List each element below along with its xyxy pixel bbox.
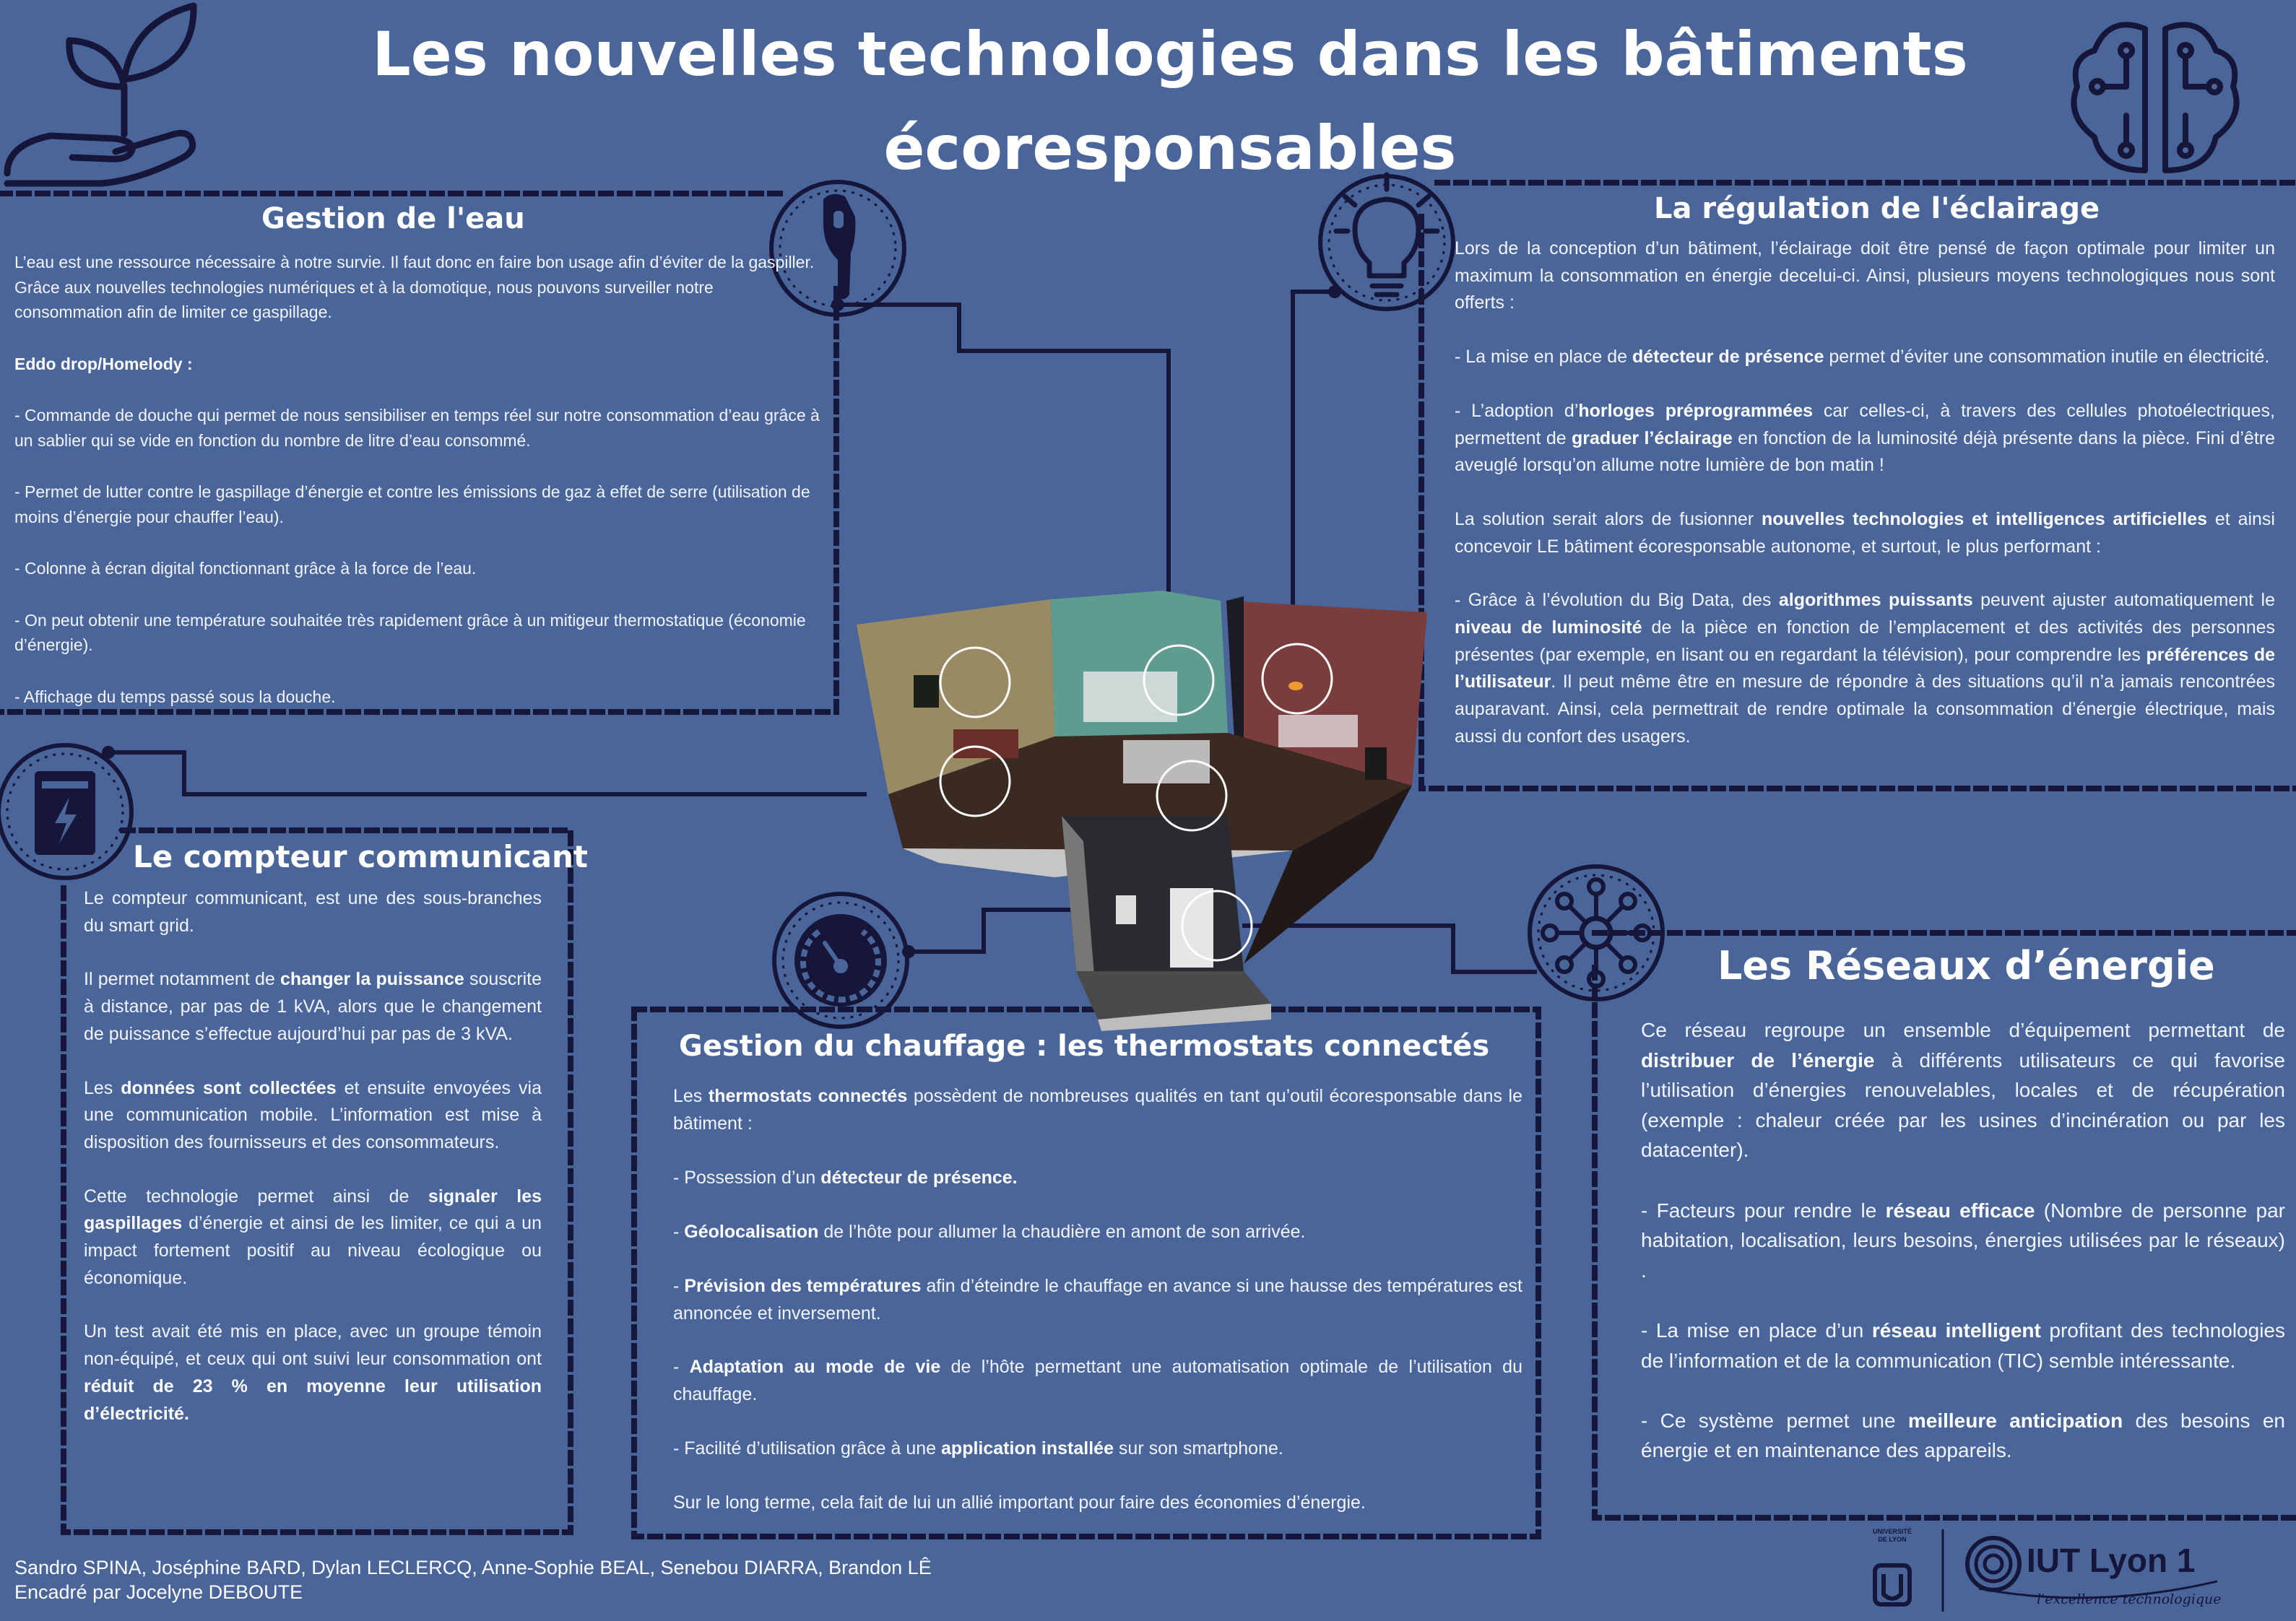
chauffage-p4: - Prévision des températures afin d’étei… (673, 1275, 1523, 1324)
page-title: Les nouvelles technologies dans les bâti… (303, 7, 2037, 195)
eau-item-1: - Commande de douche qui permet de nous … (14, 406, 820, 450)
section-body-eau: L’eau est une ressource nécessaire à not… (14, 250, 823, 709)
section-body-compteur: Le compteur communicant, est une des sou… (84, 885, 542, 1427)
eau-item-5: - Affichage du temps passé sous la douch… (14, 687, 336, 706)
thermostat-icon (772, 892, 909, 1029)
section-title-compteur: Le compteur communicant (133, 839, 588, 874)
eclairage-p4: La solution serait alors de fusionner no… (1455, 508, 2275, 557)
eau-item-2: - Permet de lutter contre le gaspillage … (14, 482, 810, 526)
section-title-reseaux: Les Réseaux d’énergie (1717, 943, 2215, 988)
chauffage-p7: Sur le long terme, cela fait de lui un a… (673, 1492, 1366, 1513)
eau-item-4: - On peut obtenir une température souhai… (14, 610, 806, 655)
reseaux-p2: - Facteurs pour rendre le réseau efficac… (1641, 1199, 2285, 1282)
brain-circuit-icon (2071, 22, 2240, 173)
section-body-eclairage: Lors de la conception d’un bâtiment, l’é… (1455, 235, 2275, 751)
section-title-chauffage: Gestion du chauffage : les thermostats c… (679, 1030, 1490, 1063)
section-title-eau: Gestion de l'eau (261, 202, 525, 235)
eclairage-p3: - L’adoption d’horloges préprogrammées c… (1455, 400, 2275, 476)
universite-lyon-logo-text: UNIVERSITÉ DE LYON (1872, 1528, 1912, 1543)
compteur-p5: Un test avait été mis en place, avec un … (84, 1321, 542, 1424)
eclairage-p5: - Grâce à l’évolution du Big Data, des a… (1455, 590, 2276, 747)
section-body-reseaux: Ce réseau regroupe un ensemble d’équipem… (1641, 1015, 2285, 1466)
eau-subtitle: Eddo drop/Homelody : (14, 354, 193, 373)
iut-lyon-logo-tagline: l'excellence technologique (2037, 1591, 2222, 1607)
page-title-line2: écoresponsables (883, 113, 1457, 183)
chauffage-p1: Les thermostats connectés possèdent de n… (673, 1086, 1522, 1134)
eau-item-3: - Colonne à écran digital fonctionnant g… (14, 559, 477, 578)
building-illustration (857, 591, 1427, 1031)
reseaux-p4: - Ce système permet une meilleure antici… (1641, 1409, 2285, 1462)
universite-lyon-logo (1873, 1529, 1944, 1612)
footer-authors: Sandro SPINA, Joséphine BARD, Dylan LECL… (14, 1557, 932, 1578)
eau-intro: L’eau est une ressource nécessaire à not… (14, 253, 815, 321)
iut-lyon-logo (1965, 1536, 2218, 1599)
page-title-line1: Les nouvelles technologies dans les bâti… (372, 19, 1968, 90)
compteur-p1: Le compteur communicant, est une des sou… (84, 888, 542, 936)
chauffage-p3: - Géolocalisation de l’hôte pour allumer… (673, 1221, 1306, 1242)
section-title-eclairage: La régulation de l'éclairage (1654, 192, 2100, 225)
chauffage-p5: - Adaptation au mode de vie de l’hôte pe… (673, 1357, 1522, 1405)
plant-hand-icon (4, 2, 197, 187)
chauffage-p6: - Facilité d’utilisation grâce à une app… (673, 1438, 1283, 1459)
iut-lyon-logo-name: IUT Lyon 1 (2027, 1542, 2196, 1579)
eclairage-p1: Lors de la conception d’un bâtiment, l’é… (1455, 238, 2275, 313)
light-bulb-icon (1318, 172, 1455, 311)
chauffage-p2: - Possession d’un détecteur de présence. (673, 1167, 1018, 1188)
reseaux-p3: - La mise en place d’un réseau intellige… (1641, 1318, 2285, 1372)
section-body-chauffage: Les thermostats connectés possèdent de n… (673, 1083, 1522, 1517)
compteur-p3: Les données sont collectées et ensuite e… (84, 1077, 542, 1152)
compteur-p4: Cette technologie permet ainsi de signal… (84, 1186, 542, 1288)
compteur-p2: Il permet notamment de changer la puissa… (84, 969, 542, 1044)
footer-supervisor: Encadré par Jocelyne DEBOUTE (14, 1581, 303, 1603)
network-icon (1528, 864, 1665, 1001)
reseaux-p1: Ce réseau regroupe un ensemble d’équipem… (1641, 1019, 2285, 1162)
footer-credits: Sandro SPINA, Joséphine BARD, Dylan LECL… (14, 1555, 1098, 1604)
electric-meter-icon (0, 743, 134, 880)
eclairage-p2: - La mise en place de détecteur de prése… (1455, 347, 2270, 368)
shower-head-icon (769, 180, 906, 317)
